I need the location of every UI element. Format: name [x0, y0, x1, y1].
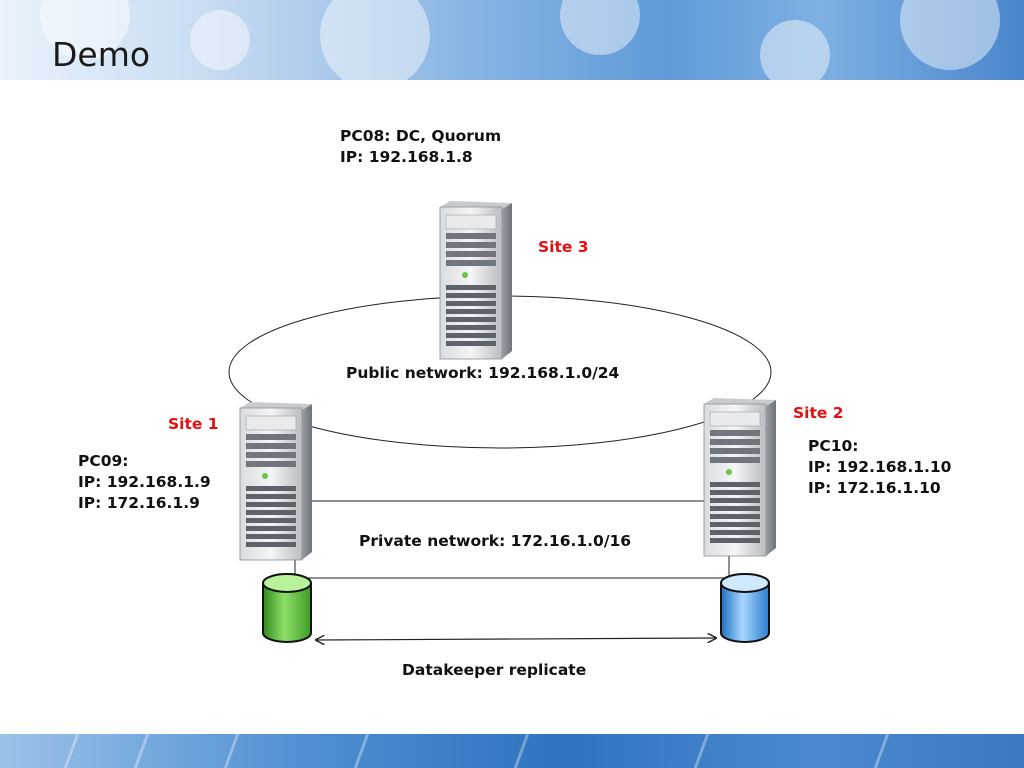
pc10-public-ip: IP: 192.168.1.10: [808, 458, 952, 476]
pc10-name: PC10:: [808, 437, 859, 455]
pc09-name: PC09:: [78, 452, 129, 470]
header-decoration: [320, 0, 430, 80]
pc08-server-icon: [439, 200, 513, 360]
footer-decoration: [693, 734, 710, 768]
footer-decoration: [353, 734, 370, 768]
header-decoration: [190, 10, 250, 70]
pc10-private-ip: IP: 172.16.1.10: [808, 479, 941, 497]
header-decoration: [760, 20, 830, 80]
footer-decoration: [223, 734, 240, 768]
site-3-label: Site 3: [538, 238, 589, 256]
footer-decoration: [513, 734, 530, 768]
pc09-disk-icon: [262, 573, 312, 643]
pc08-ip: IP: 192.168.1.8: [340, 148, 473, 166]
site-1-label: Site 1: [168, 415, 219, 433]
slide-header: [0, 0, 1024, 80]
pc10-server-icon: [703, 397, 777, 557]
public-network-label: Public network: 192.168.1.0/24: [346, 364, 620, 382]
private-network-label: Private network: 172.16.1.0/16: [359, 532, 632, 550]
pc09-public-ip: IP: 192.168.1.9: [78, 473, 211, 491]
footer-decoration: [63, 734, 80, 768]
footer-decoration: [133, 734, 150, 768]
slide-title: Demo: [52, 35, 151, 74]
site-2-label: Site 2: [793, 404, 844, 422]
replication-label: Datakeeper replicate: [402, 661, 587, 679]
pc09-server-icon: [239, 401, 313, 561]
pc08-name: PC08: DC, Quorum: [340, 127, 502, 145]
pc09-private-ip: IP: 172.16.1.9: [78, 494, 200, 512]
replication-arrow: [316, 638, 716, 640]
pc10-disk-icon: [720, 573, 770, 643]
slide-footer: [0, 734, 1024, 768]
footer-decoration: [873, 734, 890, 768]
